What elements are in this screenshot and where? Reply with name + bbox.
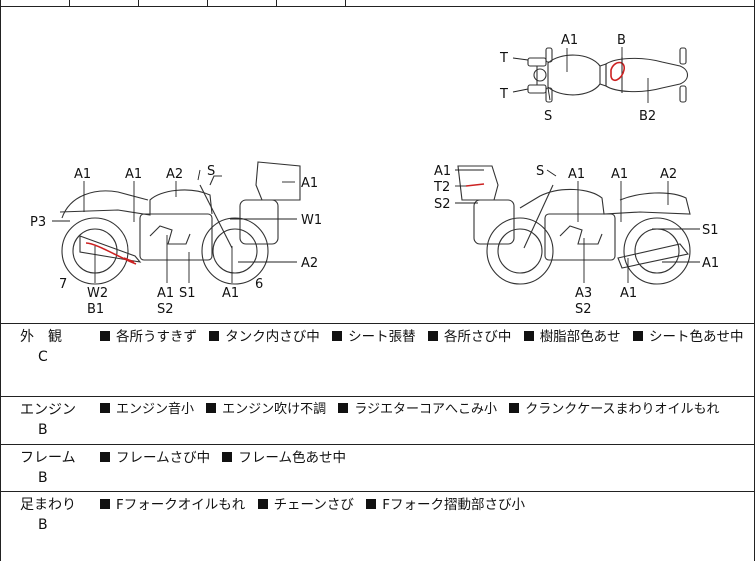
part-label: A1	[301, 176, 318, 191]
part-label: A1	[620, 286, 637, 301]
category-grade: B	[38, 422, 48, 438]
item-text: エンジン吹け不調	[222, 402, 327, 417]
damage-mark	[123, 257, 135, 263]
section-items: 各所うすきず タンク内さび中 シート張替 各所さび中 樹脂部色あせ シート色あせ…	[100, 327, 751, 347]
part-label: A2	[301, 256, 318, 271]
part-label: A1	[157, 286, 174, 301]
left-view-bike	[59, 161, 301, 285]
part-label: 7	[59, 277, 67, 292]
part-label: S	[536, 164, 544, 179]
part-label: A2	[660, 167, 677, 182]
bullet-square-icon	[632, 331, 643, 341]
part-label: S1	[179, 286, 196, 301]
item-text: フレームさび中	[116, 450, 211, 466]
part-label: T	[499, 87, 508, 102]
damage-mark	[465, 183, 485, 187]
item-text: フレーム色あせ中	[238, 450, 347, 466]
part-label: A2	[166, 167, 183, 182]
part-label: W2	[87, 286, 108, 301]
bullet-square-icon	[206, 403, 217, 413]
item-text: ラジエターコアへこみ小	[354, 402, 498, 417]
section-items: フレームさび中 フレーム色あせ中	[100, 448, 354, 468]
part-label: A1	[74, 167, 91, 182]
section-category: エンジン B	[20, 400, 76, 440]
motorcycle-damage-diagram: A1 B T T S B2 A1 A1 A2 S A1 P3 W1 A2 7 W…	[0, 7, 755, 323]
item-text: クランクケースまわりオイルもれ	[525, 402, 720, 417]
section-divider	[0, 323, 755, 324]
item-text: 樹脂部色あせ	[539, 329, 621, 345]
section-category: フレーム B	[20, 448, 76, 488]
category-name: 外 観	[20, 329, 62, 345]
section-category: 足まわり B	[20, 495, 76, 535]
category-name: 足まわり	[20, 497, 76, 513]
part-label: A1	[434, 164, 451, 179]
part-label: B2	[639, 109, 656, 124]
top-view-bike	[527, 47, 689, 103]
item-text: エンジン音小	[116, 402, 195, 417]
section-divider	[0, 491, 755, 492]
category-grade: B	[38, 470, 48, 486]
header-divider	[207, 0, 208, 7]
part-label: P3	[30, 215, 46, 230]
part-label: B1	[87, 302, 104, 317]
section-items: Fフォークオイルもれ チェーンさび Fフォーク摺動部さび小	[100, 495, 533, 515]
part-label: A1	[125, 167, 142, 182]
item-text: 各所さび中	[443, 329, 512, 345]
part-label: 6	[255, 277, 263, 292]
part-label: S	[544, 109, 552, 124]
section-divider	[0, 444, 755, 445]
item-text: Fフォークオイルもれ	[116, 497, 246, 513]
section-divider	[0, 396, 755, 397]
bullet-square-icon	[100, 403, 110, 413]
item-text: シート張替	[348, 329, 416, 345]
part-label: S	[207, 164, 215, 179]
header-divider	[345, 0, 346, 7]
part-label: S1	[702, 223, 719, 238]
bullet-square-icon	[209, 331, 220, 341]
section-category: 外 観 C	[20, 327, 62, 367]
part-label: A1	[561, 33, 578, 48]
bullet-square-icon	[427, 331, 438, 341]
part-label: A1	[702, 256, 719, 271]
bullet-square-icon	[366, 499, 377, 509]
top-border	[0, 6, 755, 7]
bullet-square-icon	[509, 403, 520, 413]
category-grade: B	[38, 517, 48, 533]
item-text: タンク内さび中	[225, 329, 320, 345]
item-text: Fフォーク摺動部さび小	[382, 497, 525, 513]
bullet-square-icon	[222, 452, 233, 462]
part-label: W1	[301, 213, 322, 228]
bullet-square-icon	[100, 499, 110, 509]
header-divider	[69, 0, 70, 7]
bullet-square-icon	[100, 452, 110, 462]
category-grade: C	[38, 349, 48, 365]
part-label: T2	[433, 180, 450, 195]
part-label: A1	[222, 286, 239, 301]
right-view-bike	[457, 165, 691, 285]
part-label: A3	[575, 286, 592, 301]
header-divider	[276, 0, 277, 7]
section-items: エンジン音小 エンジン吹け不調 ラジエターコアへこみ小 クランクケースまわりオイ…	[100, 400, 728, 420]
bullet-square-icon	[332, 331, 343, 341]
category-name: フレーム	[20, 450, 76, 466]
item-text: チェーンさび	[273, 497, 354, 513]
bullet-square-icon	[100, 331, 110, 341]
part-label: A1	[568, 167, 585, 182]
part-label: S2	[575, 302, 592, 317]
part-label: B	[617, 33, 626, 48]
item-text: シート色あせ中	[648, 329, 744, 345]
part-label: A1	[611, 167, 628, 182]
bullet-square-icon	[257, 499, 268, 509]
bullet-square-icon	[523, 331, 534, 341]
category-name: エンジン	[20, 402, 76, 418]
bullet-square-icon	[338, 403, 349, 413]
damage-mark	[610, 61, 625, 82]
item-text: 各所うすきず	[116, 329, 197, 345]
motorcycle-diagram-svg: A1 B T T S B2 A1 A1 A2 S A1 P3 W1 A2 7 W…	[30, 33, 719, 317]
header-divider	[138, 0, 139, 7]
part-label: S2	[157, 302, 174, 317]
part-label: T	[499, 51, 508, 66]
part-label: S2	[434, 197, 451, 212]
damage-mark	[85, 242, 137, 265]
